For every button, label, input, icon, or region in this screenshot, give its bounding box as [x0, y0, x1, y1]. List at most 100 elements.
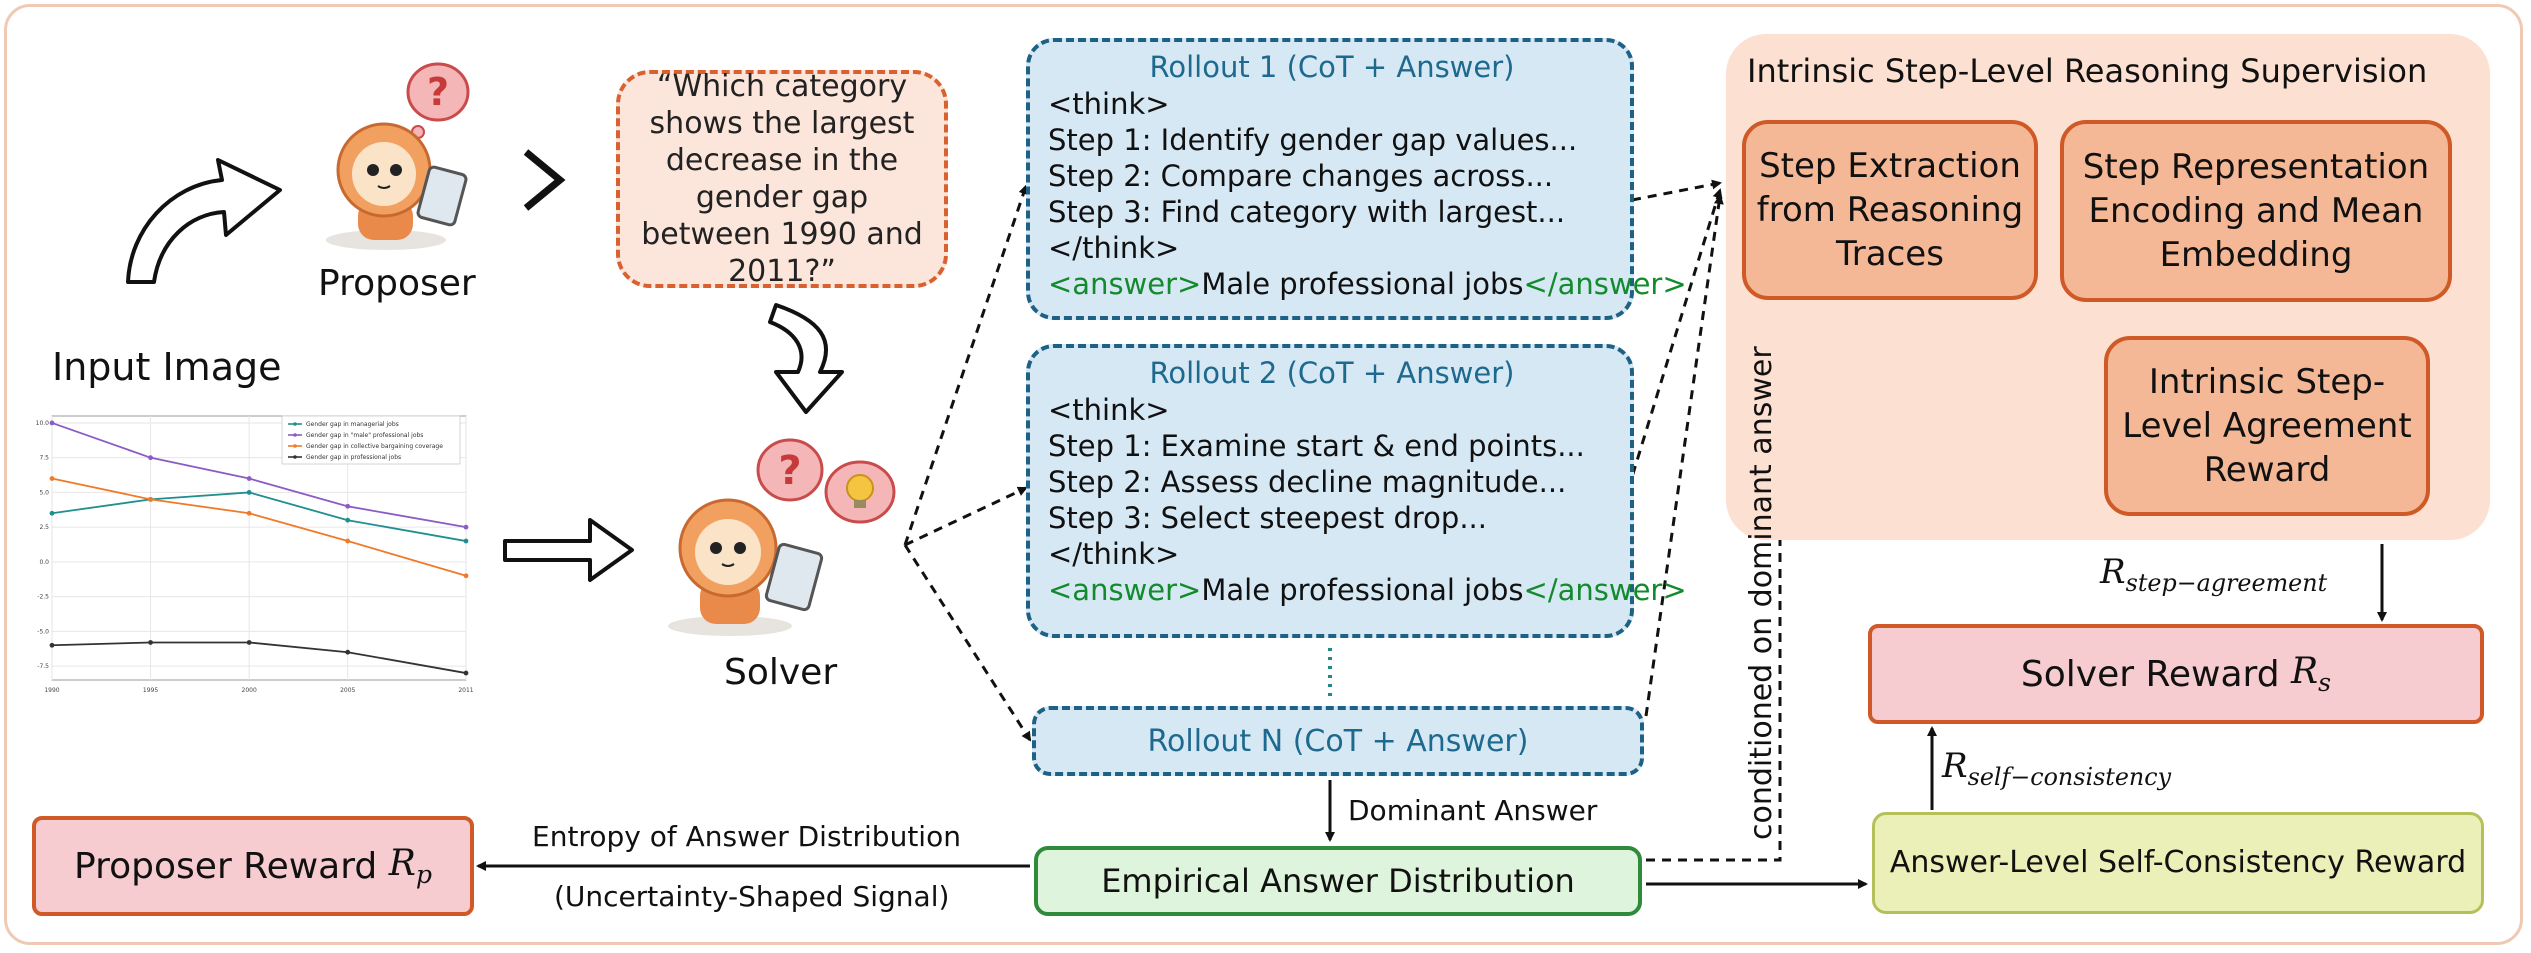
- supervision-title: Intrinsic Step-Level Reasoning Supervisi…: [1747, 52, 2428, 90]
- data-point: [345, 503, 351, 509]
- question-box: “Which category shows the largest decrea…: [616, 69, 948, 289]
- y-tick-label: 10.0: [36, 420, 50, 427]
- r-symbol: R: [2100, 552, 2126, 592]
- legend-marker: [293, 433, 297, 437]
- step-line: Step 3: Select steepest drop...: [1048, 501, 1487, 535]
- uncertainty-label: (Uncertainty-Shaped Signal): [554, 880, 950, 913]
- question-bubble-icon: [406, 62, 470, 122]
- chart-legend-box: [281, 415, 461, 465]
- data-point: [148, 496, 153, 502]
- x-tick-label: 2000: [242, 687, 257, 694]
- legend-entry: Gender gap in "male" professional jobs: [306, 432, 423, 439]
- step-line: Step 2: Assess decline magnitude...: [1048, 465, 1567, 499]
- data-point: [49, 510, 55, 516]
- y-tick-label: 0.0: [39, 559, 49, 566]
- dash-rollout2-supervision: [1626, 188, 1723, 491]
- legend-marker: [293, 455, 297, 459]
- data-point: [148, 640, 153, 645]
- dash-conditioned: [1646, 324, 1782, 862]
- x-tick-label: 1990: [44, 687, 59, 694]
- solver-label: Solver: [724, 652, 838, 693]
- y-tick-label: 5.0: [39, 489, 49, 496]
- conditioned-label: conditioned on dominant answer: [1744, 346, 1779, 840]
- step-line: Step 2: Compare changes across...: [1048, 159, 1554, 193]
- think-close-tag: </think>: [1048, 537, 1180, 571]
- y-tick-label: -5.0: [37, 628, 49, 635]
- rollout-n-box: Rollout N (CoT + Answer): [1032, 706, 1644, 776]
- x-tick-label: 2011: [458, 687, 473, 694]
- solver-reward-symbol: Rs: [2291, 651, 2331, 697]
- consistency-reward-box: Answer-Level Self-Consistency Reward: [1872, 812, 2484, 914]
- empirical-distribution-box: Empirical Answer Distribution: [1034, 846, 1642, 916]
- svg-text:?: ?: [778, 448, 801, 494]
- legend-entry: Gender gap in collective bargaining cove…: [306, 443, 443, 450]
- data-point: [246, 640, 252, 645]
- answer-text: Male professional jobs: [1201, 573, 1524, 607]
- proposer-reward-symbol: Rp: [389, 843, 432, 889]
- r-subscript: p: [415, 860, 432, 890]
- rollout-title: Rollout 1 (CoT + Answer): [1149, 50, 1515, 84]
- legend-entry: Gender gap in professional jobs: [306, 454, 401, 461]
- data-point: [49, 476, 55, 481]
- answer-line: <answer>Male professional jobs</answer>: [1048, 266, 1687, 302]
- data-point: [49, 642, 55, 648]
- agreement-reward-box: Intrinsic Step-Level Agreement Reward: [2104, 336, 2430, 516]
- answer-line: <answer>Male professional jobs</answer>: [1048, 572, 1687, 608]
- dash-solver-rollout2: [904, 486, 1028, 547]
- x-tick-label: 1995: [143, 687, 158, 694]
- solver-reward-text: Solver Reward: [2020, 653, 2292, 695]
- data-point: [463, 670, 469, 676]
- solver-mascot: ?: [668, 438, 896, 636]
- answer-close-tag: </answer>: [1523, 267, 1687, 301]
- step-line: Step 3: Find category with largest...: [1048, 195, 1566, 229]
- question-bubble-icon: [756, 438, 824, 502]
- proposer-reward-box: Proposer Reward Rp: [32, 816, 474, 916]
- legend-entry: Gender gap in managerial jobs: [306, 421, 399, 428]
- think-open-tag: <think>: [1048, 393, 1170, 427]
- data-point: [345, 517, 351, 523]
- diagram-frame: [4, 4, 2523, 945]
- data-point: [49, 420, 55, 426]
- rollout-2-box: Rollout 2 (CoT + Answer) <think> Step 1:…: [1026, 344, 1687, 638]
- curved-down-arrow: [768, 303, 844, 414]
- step-line: Step 1: Identify gender gap values...: [1048, 123, 1578, 157]
- answer-open-tag: <answer>: [1048, 573, 1202, 607]
- r-symbol: R: [1942, 746, 1968, 786]
- r-symbol: R: [2291, 650, 2319, 692]
- r-self-consistency-label: Rself−consistency: [1942, 746, 2171, 791]
- think-open-tag: <think>: [1048, 87, 1170, 121]
- y-tick-label: 7.5: [39, 455, 49, 462]
- data-point: [463, 573, 469, 579]
- solver-reward-box: Solver Reward Rs: [1868, 624, 2484, 724]
- proposer-reward-text: Proposer Reward: [74, 845, 389, 887]
- r-subscript: s: [2318, 668, 2332, 698]
- answer-close-tag: </answer>: [1523, 573, 1687, 607]
- y-tick-label: -7.5: [37, 663, 49, 670]
- answer-text: Male professional jobs: [1201, 267, 1524, 301]
- data-point: [345, 538, 351, 544]
- r-symbol: R: [388, 842, 416, 884]
- dominant-answer-label: Dominant Answer: [1348, 794, 1598, 827]
- curved-hollow-arrow: [126, 158, 282, 284]
- y-tick-label: 2.5: [39, 524, 49, 531]
- step-representation-box: Step Representation Encoding and Mean Em…: [2060, 120, 2452, 302]
- data-point: [463, 538, 469, 544]
- data-point: [246, 476, 252, 481]
- dash-solver-rolloutN: [903, 544, 1032, 742]
- entropy-label: Entropy of Answer Distribution: [532, 820, 961, 853]
- dash-rolloutN-supervision: [1644, 194, 1724, 717]
- data-point: [345, 649, 351, 655]
- data-point: [246, 490, 252, 495]
- rollout-title: Rollout 2 (CoT + Answer): [1149, 356, 1515, 390]
- data-point: [148, 455, 153, 461]
- rollout-1-box: Rollout 1 (CoT + Answer) <think> Step 1:…: [1026, 38, 1687, 320]
- answer-open-tag: <answer>: [1048, 267, 1202, 301]
- input-chart: 10.0 7.5 5.0 2.5 0.0 -2.5 -5.0 -7.5 1990 1995 2000…: [36, 415, 474, 694]
- proposer-mascot: ?: [326, 62, 470, 250]
- x-tick-label: 2005: [340, 687, 355, 694]
- chevron-arrow: [523, 149, 566, 211]
- svg-text:?: ?: [427, 70, 449, 114]
- r-step-agreement-label: Rstep−agreement: [2100, 552, 2327, 597]
- think-close-tag: </think>: [1048, 231, 1180, 265]
- y-tick-label: -2.5: [37, 594, 49, 601]
